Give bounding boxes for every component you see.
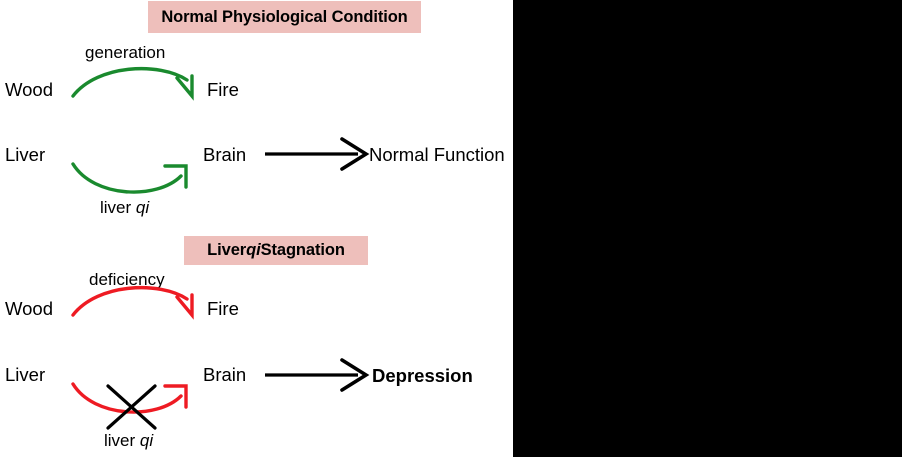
arrow-brain-to-depression <box>265 358 370 392</box>
edge-label-liver-qi-stagnation-italic: qi <box>139 431 154 450</box>
diagram-white-panel: Normal Physiological Condition generatio… <box>0 0 513 457</box>
node-wood-normal: Wood <box>5 79 53 100</box>
blocked-x-icon <box>106 384 157 430</box>
node-brain-normal: Brain <box>203 144 247 165</box>
arrow-brain-to-normal-function <box>265 137 370 171</box>
node-fire-stagnation: Fire <box>207 298 239 319</box>
node-brain-stagnation: Brain <box>203 364 247 385</box>
node-wood-stagnation: Wood <box>5 298 53 319</box>
node-depression: Depression <box>372 365 473 386</box>
arrow-wood-to-fire-red <box>71 285 194 320</box>
arrow-liver-to-brain-red <box>71 382 188 414</box>
arrow-wood-to-fire-green <box>71 66 194 101</box>
edge-label-liver-qi-normal: liver qi <box>100 199 149 216</box>
banner-liver-qi-stagnation: Liver qi Stagnation <box>184 236 368 265</box>
node-liver-normal: Liver <box>5 144 46 165</box>
edge-label-deficiency: deficiency <box>89 270 165 289</box>
edge-label-liver-qi-stagnation: liver qi <box>104 432 153 449</box>
banner-normal-physiological-condition: Normal Physiological Condition <box>148 1 421 33</box>
node-liver-stagnation: Liver <box>5 364 46 385</box>
banner-stagnation-prefix: Liver <box>207 241 247 260</box>
node-normal-function: Normal Function <box>369 144 505 165</box>
edge-label-generation: generation <box>85 43 166 62</box>
arrow-liver-to-brain-green <box>71 162 188 194</box>
edge-label-liver-qi-normal-prefix: liver <box>100 198 136 217</box>
node-fire-normal: Fire <box>207 79 239 100</box>
banner-stagnation-suffix: Stagnation <box>260 241 345 260</box>
edge-label-liver-qi-stagnation-prefix: liver <box>104 431 140 450</box>
edge-label-liver-qi-normal-italic: qi <box>135 198 150 217</box>
banner-stagnation-italic: qi <box>246 241 261 260</box>
connector-layer <box>71 66 370 430</box>
